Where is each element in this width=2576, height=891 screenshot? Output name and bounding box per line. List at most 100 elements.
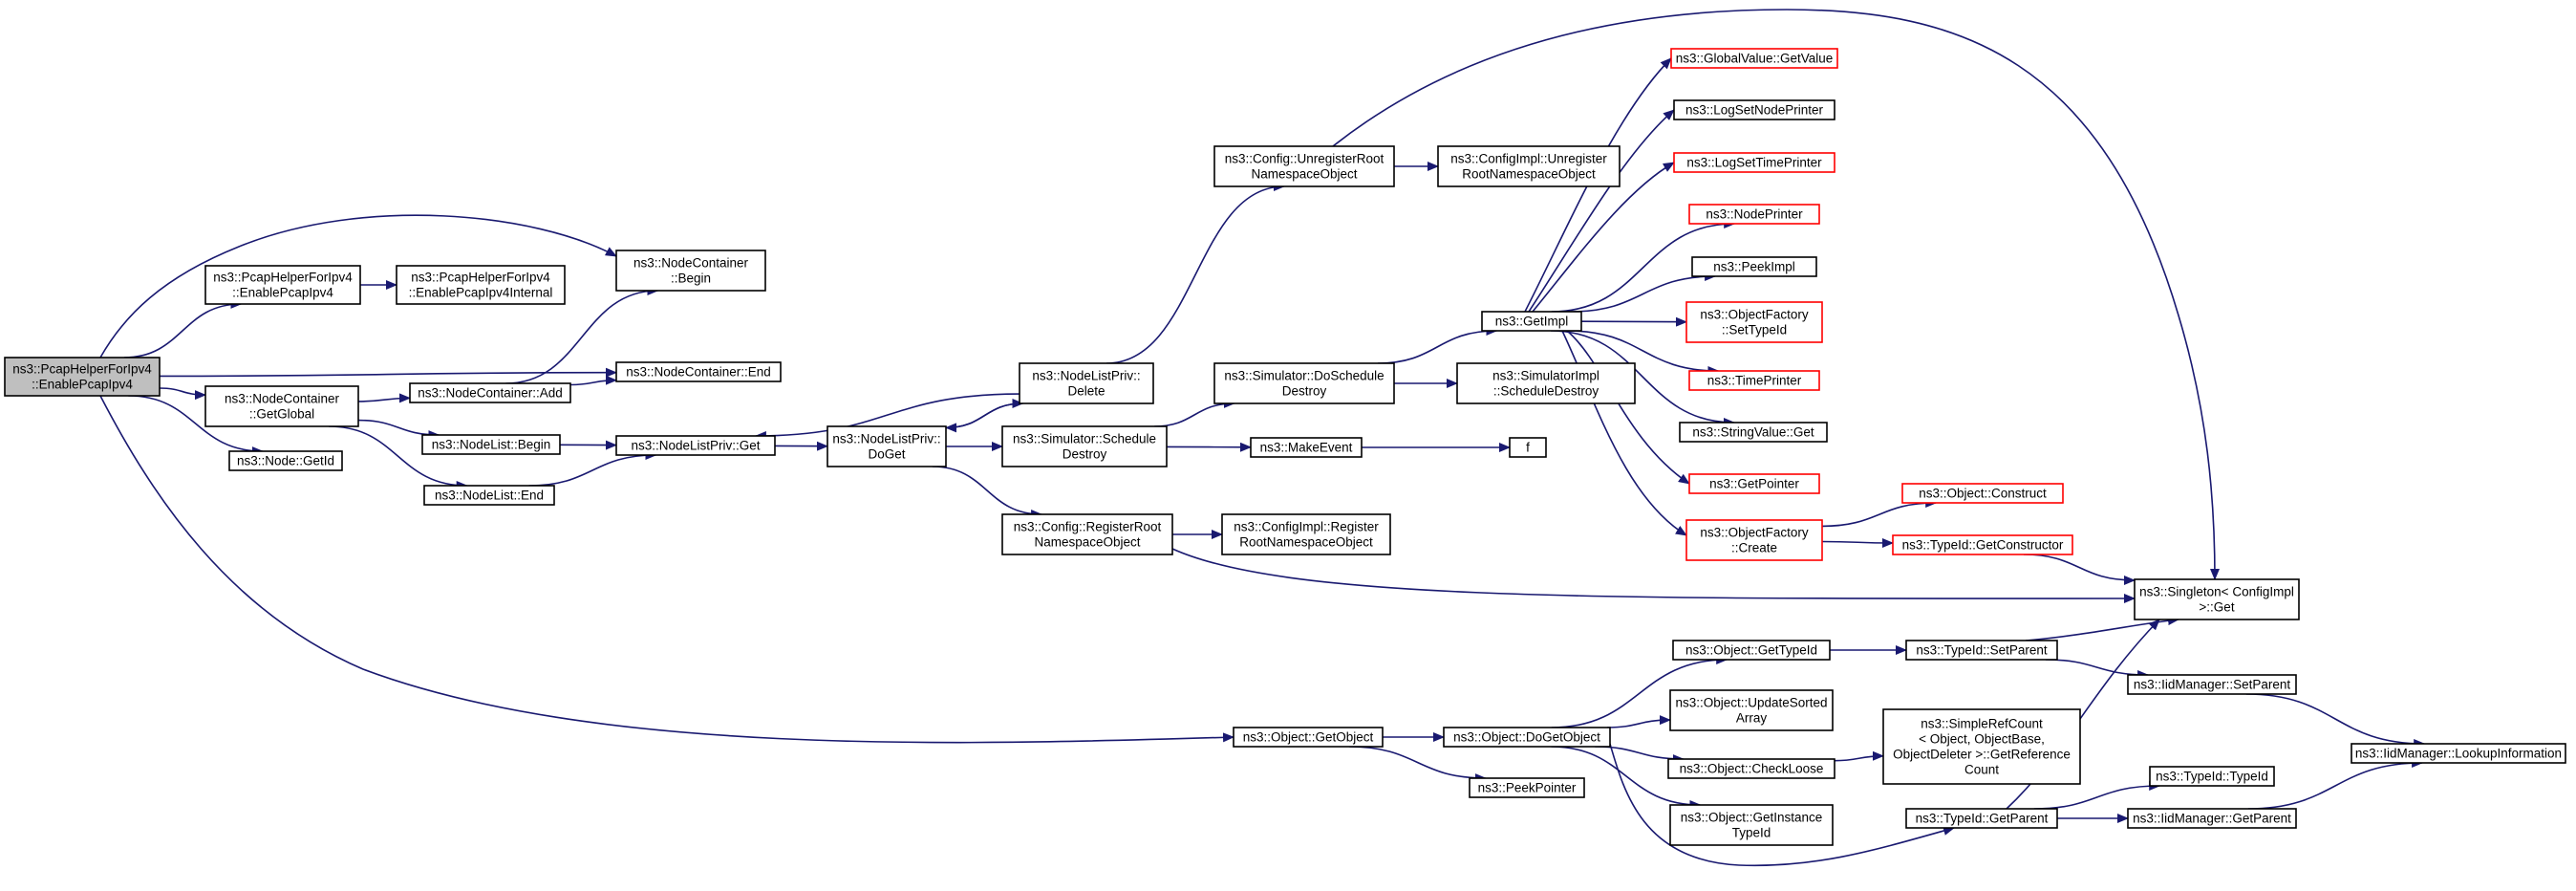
node-nlpDelete[interactable]: ns3::NodeListPriv::Delete <box>1019 362 1154 404</box>
node-helperInternal[interactable]: ns3::PcapHelperForIpv4::EnablePcapIpv4In… <box>396 265 566 305</box>
node-gvGetValue[interactable]: ns3::GlobalValue::GetValue <box>1670 48 1838 69</box>
node-label: ns3::Config::UnregisterRoot <box>1225 152 1385 166</box>
node-label: ns3::Node::GetId <box>237 454 334 468</box>
node-objDoGetObject[interactable]: ns3::Object::DoGetObject <box>1443 727 1611 748</box>
edge-getImpl-to-nodePrinter <box>1551 219 1736 313</box>
node-timePrinter[interactable]: ns3::TimePrinter <box>1688 370 1820 391</box>
node-box <box>2134 578 2300 620</box>
node-label: ns3::NodeContainer <box>225 392 340 406</box>
node-cfgImplReg[interactable]: ns3::ConfigImpl::RegisterRootNamespaceOb… <box>1221 513 1391 555</box>
node-label: Array <box>1736 711 1768 726</box>
node-box <box>2149 766 2275 787</box>
node-tidSetParent[interactable]: ns3::TypeId::SetParent <box>1905 640 2058 661</box>
node-objConstruct[interactable]: ns3::Object::Construct <box>1901 483 2064 504</box>
node-box <box>1892 534 2073 555</box>
node-box <box>1905 808 2058 829</box>
node-box <box>1673 152 1835 173</box>
node-cfgImplUnreg[interactable]: ns3::ConfigImpl::UnregisterRootNamespace… <box>1437 145 1621 187</box>
edge-objCheckLoose-to-srcGetRef <box>1834 750 1884 762</box>
node-label: ns3::TypeId::GetParent <box>1916 812 2049 826</box>
edge-root-to-helperEnable <box>123 299 243 359</box>
node-getPointer[interactable]: ns3::GetPointer <box>1688 473 1820 494</box>
edge-nlpDoGet-to-cfgReg <box>932 466 1043 519</box>
node-peekPointer[interactable]: ns3::PeekPointer <box>1469 777 1585 798</box>
node-box <box>409 382 571 403</box>
node-label: ns3::StringValue::Get <box>1692 425 1814 440</box>
node-singleton[interactable]: ns3::Singleton< ConfigImpl >::Get <box>2134 578 2300 620</box>
node-objGetTypeId[interactable]: ns3::Object::GetTypeId <box>1672 640 1831 661</box>
node-label: TypeId <box>1732 826 1771 840</box>
node-label: ns3::PcapHelperForIpv4 <box>213 271 353 285</box>
node-ncEnd[interactable]: ns3::NodeContainer::End <box>615 361 782 382</box>
node-label: ns3::Object::CheckLoose <box>1680 762 1824 776</box>
edge-ncGetGlobal-to-ncAdd <box>357 393 411 403</box>
node-box <box>1688 473 1820 494</box>
node-label: RootNamespaceObject <box>1462 167 1596 182</box>
node-tidGetParent[interactable]: ns3::TypeId::GetParent <box>1905 808 2058 829</box>
node-label: ns3::TypeId::SetParent <box>1916 643 2048 658</box>
node-nodePrinter[interactable]: ns3::NodePrinter <box>1688 204 1820 225</box>
node-peekImpl[interactable]: ns3::PeekImpl <box>1691 256 1817 277</box>
node-ncGetGlobal[interactable]: ns3::NodeContainer::GetGlobal <box>204 385 359 427</box>
node-box <box>4 357 161 397</box>
edge-ncAdd-to-ncBegin <box>505 286 659 384</box>
edge-objDoGetObject-to-objGetTypeId <box>1551 655 1728 728</box>
edge-cfgUnreg-to-singleton <box>1332 9 2220 580</box>
node-nlBegin[interactable]: ns3::NodeList::Begin <box>421 434 561 455</box>
edge-root-to-ncBegin <box>99 214 617 359</box>
edge-ncGetGlobal-to-nlEnd <box>328 425 468 490</box>
node-box <box>1213 362 1395 404</box>
node-label: DoGet <box>868 447 905 462</box>
node-ncAdd[interactable]: ns3::NodeContainer::Add <box>409 382 571 403</box>
node-ofCreate[interactable]: ns3::ObjectFactory::Create <box>1685 519 1823 561</box>
node-iidSetParent[interactable]: ns3::IidManager::SetParent <box>2127 674 2297 695</box>
node-root[interactable]: ns3::PcapHelperForIpv4::EnablePcapIpv4 <box>4 357 161 397</box>
edge-objDoGetObject-to-objUpdSorted <box>1606 715 1671 728</box>
node-label: ns3::NodeListPriv::Get <box>631 439 760 453</box>
node-srcGetRef[interactable]: ns3::SimpleRefCount< Object, ObjectBase,… <box>1882 708 2081 785</box>
node-nlEnd[interactable]: ns3::NodeList::End <box>423 485 555 506</box>
node-getImpl[interactable]: ns3::GetImpl <box>1481 311 1582 332</box>
node-label: ns3::GlobalValue::GetValue <box>1676 52 1834 66</box>
node-makeEvent[interactable]: ns3::MakeEvent <box>1250 437 1363 458</box>
node-tidGetCtor[interactable]: ns3::TypeId::GetConstructor <box>1892 534 2073 555</box>
edge-objDoGetObject-to-tidGetParent <box>1609 743 1955 867</box>
node-label: ns3::Object::GetInstance <box>1681 811 1823 825</box>
node-helperEnable[interactable]: ns3::PcapHelperForIpv4::EnablePcapIpv4 <box>204 265 361 305</box>
node-label: ns3::ObjectFactory <box>1700 308 1809 322</box>
node-simImplSched[interactable]: ns3::SimulatorImpl::ScheduleDestroy <box>1456 362 1636 404</box>
node-label: ns3::LogSetNodePrinter <box>1685 103 1824 118</box>
node-ncBegin[interactable]: ns3::NodeContainer::Begin <box>615 250 766 292</box>
edge-getImpl-to-svGet <box>1550 330 1735 427</box>
node-objGetObject[interactable]: ns3::Object::GetObject <box>1233 727 1384 748</box>
node-label: ns3::IidManager::LookupInformation <box>2355 747 2562 761</box>
node-label: ns3::ConfigImpl::Unregister <box>1450 152 1607 166</box>
edge-getImpl-to-logNode <box>1528 109 1675 313</box>
node-objCheckLoose[interactable]: ns3::Object::CheckLoose <box>1667 758 1835 779</box>
node-nlpGet[interactable]: ns3::NodeListPriv::Get <box>615 435 776 456</box>
node-cfgUnreg[interactable]: ns3::Config::UnregisterRootNamespaceObje… <box>1213 145 1395 187</box>
node-logTime[interactable]: ns3::LogSetTimePrinter <box>1673 152 1835 173</box>
edge-ncGetGlobal-to-nlBegin <box>357 419 440 440</box>
node-tidTypeId[interactable]: ns3::TypeId::TypeId <box>2149 766 2275 787</box>
node-simSched[interactable]: ns3::Simulator::ScheduleDestroy <box>1001 425 1168 467</box>
node-label: ns3::IidManager::SetParent <box>2134 678 2291 692</box>
node-logNode[interactable]: ns3::LogSetNodePrinter <box>1673 99 1835 120</box>
node-label: ns3::NodeContainer::Add <box>418 386 563 401</box>
edge-objDoGetObject-to-objCheckLoose <box>1595 746 1685 764</box>
node-iidLookup[interactable]: ns3::IidManager::LookupInformation <box>2351 743 2566 764</box>
node-label: ns3::MakeEvent <box>1260 441 1353 455</box>
node-fNode[interactable]: f <box>1509 437 1547 458</box>
node-svGet[interactable]: ns3::StringValue::Get <box>1679 422 1828 443</box>
node-label: ns3::GetPointer <box>1709 477 1799 491</box>
edge-cfgReg-to-singleton <box>1171 548 2136 604</box>
node-ofSetTypeId[interactable]: ns3::ObjectFactory::SetTypeId <box>1685 301 1823 343</box>
node-nodeGetId[interactable]: ns3::Node::GetId <box>228 450 343 471</box>
node-nlpDoGet[interactable]: ns3::NodeListPriv::DoGet <box>826 425 947 467</box>
node-label: ns3::Singleton< ConfigImpl <box>2139 585 2294 599</box>
node-iidGetParent[interactable]: ns3::IidManager::GetParent <box>2127 808 2297 829</box>
